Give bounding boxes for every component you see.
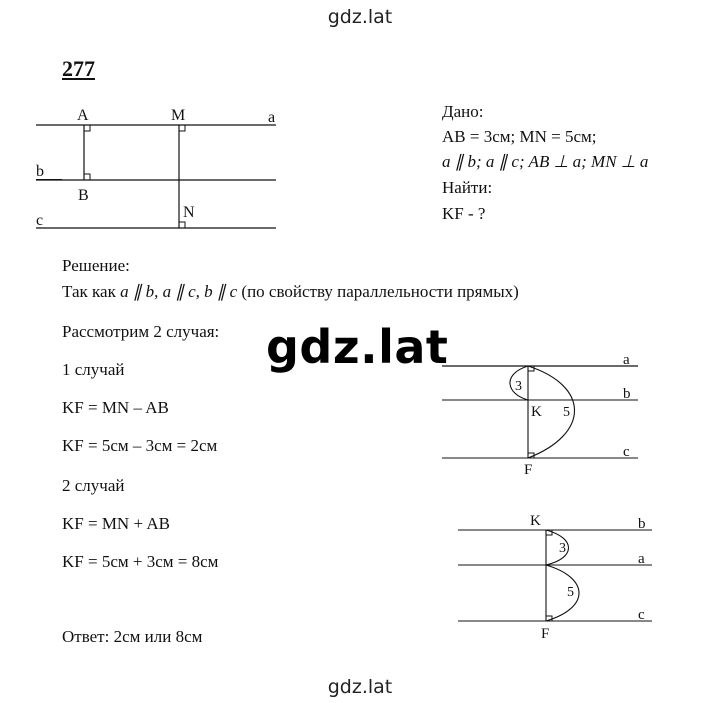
fig2-label-c: c <box>623 444 630 460</box>
given-line-1: AB = 3см; MN = 5см; <box>442 127 597 146</box>
watermark-center: gdz.lat <box>266 320 449 374</box>
figure-2-case-1: a b c 3 K 5 F <box>442 352 638 478</box>
solution-line-1-pre: Так как <box>62 282 121 301</box>
fig3-label-5: 5 <box>567 585 574 600</box>
fig3-label-c: c <box>638 607 645 623</box>
right-angle-a <box>84 125 91 132</box>
find-value: KF - ? <box>442 204 486 223</box>
find-title: Найти: <box>442 178 493 197</box>
fig3-label-a: a <box>638 551 645 567</box>
fig3-label-b: b <box>638 516 646 532</box>
fig3-brace-3 <box>545 529 570 566</box>
fig1-label-A: A <box>77 107 89 124</box>
case-2-eq-1: KF = MN + AB <box>62 514 170 533</box>
answer: Ответ: 2см или 8см <box>62 627 203 646</box>
watermark-top: gdz.lat <box>327 6 393 28</box>
case-1-eq-1: KF = MN – AB <box>62 398 169 417</box>
right-angle-b <box>84 173 91 180</box>
fig3-label-K: K <box>530 513 541 529</box>
fig1-label-N: N <box>183 204 195 221</box>
fig2-label-a: a <box>623 352 630 368</box>
solution-line-1-post: (по свойству параллельности прямых) <box>237 282 519 301</box>
given-line-2: a ∥ b; a ∥ c; AB ⊥ a; MN ⊥ a <box>442 152 649 171</box>
solution-line-1: Так как a ∥ b, a ∥ c, b ∥ c (по свойству… <box>62 282 519 302</box>
case-1-title: 1 случай <box>62 360 125 379</box>
fig2-label-5: 5 <box>563 405 570 420</box>
right-angle-n <box>179 221 186 228</box>
case-1-eq-2: KF = 5см – 3см = 2см <box>62 436 218 455</box>
given-title: Дано: <box>442 102 484 121</box>
fig1-label-a: a <box>268 109 275 126</box>
fig3-label-F: F <box>541 626 549 642</box>
right-angle-m <box>179 125 186 132</box>
fig2-label-3: 3 <box>515 379 522 394</box>
case-2-eq-2: KF = 5см + 3см = 8см <box>62 552 219 571</box>
solution-title: Решение: <box>62 256 130 275</box>
fig1-label-c: c <box>36 212 43 229</box>
fig1-label-M: M <box>171 107 185 124</box>
watermark-bottom: gdz.lat <box>327 676 393 698</box>
fig3-label-3: 3 <box>559 541 566 556</box>
fig3-brace-5 <box>545 564 580 622</box>
fig2-brace-3 <box>509 365 529 401</box>
fig2-brace-5 <box>527 365 576 459</box>
figure-1-parallel-lines: A M a b B N c <box>36 107 276 229</box>
line-b-tick <box>36 179 62 180</box>
fig2-right-angle-bottom <box>528 452 535 458</box>
fig1-label-B: B <box>78 187 89 204</box>
consider-cases: Рассмотрим 2 случая: <box>62 322 220 341</box>
fig2-label-F: F <box>524 462 532 478</box>
solution-line-1-math: a ∥ b, a ∥ c, b ∥ c <box>120 282 238 301</box>
fig2-label-b: b <box>623 386 631 402</box>
fig1-label-b: b <box>36 163 44 180</box>
case-2-title: 2 случай <box>62 476 125 495</box>
figure-3-case-2: K b 3 a 5 c F <box>458 513 652 642</box>
fig2-label-K: K <box>531 404 542 420</box>
problem-number: 277 <box>62 56 95 81</box>
